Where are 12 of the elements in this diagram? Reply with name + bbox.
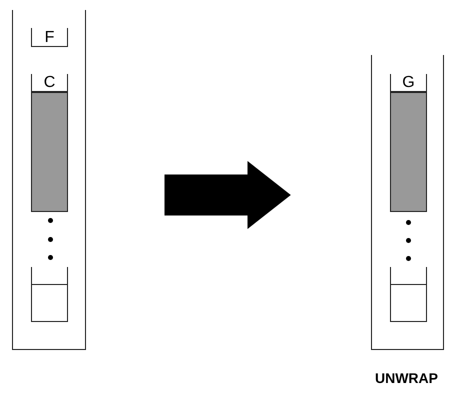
empty-slot (390, 267, 427, 322)
shaded-block (390, 92, 427, 212)
column-frame (12, 10, 86, 350)
labeled-slot (31, 28, 68, 47)
slot-label: F (44, 29, 54, 46)
caption-label: UNWRAP (375, 370, 438, 386)
empty-slot (31, 267, 68, 322)
block-arrow (164, 160, 291, 230)
slot-label: G (402, 74, 415, 91)
column-frame (371, 55, 444, 350)
slot-label: C (44, 74, 56, 91)
shaded-block (31, 92, 68, 212)
